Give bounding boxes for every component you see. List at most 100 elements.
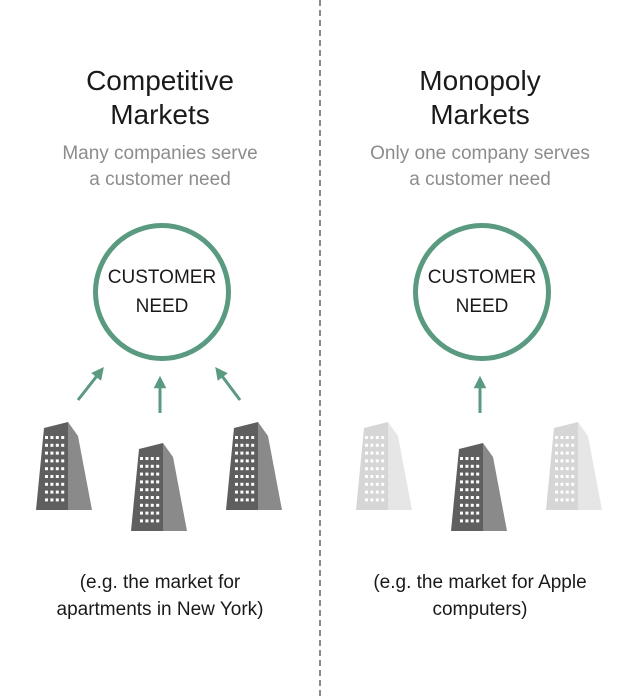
building-window bbox=[61, 475, 65, 478]
building-window bbox=[365, 482, 368, 486]
monopoly-circle-line1: CUSTOMER bbox=[427, 267, 537, 288]
building-window bbox=[245, 443, 249, 447]
building-window bbox=[365, 498, 368, 502]
building-window bbox=[560, 490, 564, 494]
building-window bbox=[156, 511, 160, 515]
building-window bbox=[470, 464, 474, 468]
building-window bbox=[560, 467, 564, 471]
building-window bbox=[156, 488, 160, 492]
building-window bbox=[465, 519, 469, 523]
building-window bbox=[156, 480, 160, 484]
building-window bbox=[565, 490, 569, 494]
building-window bbox=[55, 451, 59, 455]
building-window bbox=[465, 503, 469, 507]
building-window bbox=[381, 482, 385, 486]
building-window bbox=[555, 475, 558, 478]
building-window bbox=[370, 451, 374, 455]
building-window bbox=[465, 457, 469, 460]
building-window bbox=[240, 436, 244, 439]
building-window bbox=[251, 467, 255, 471]
building-window bbox=[381, 490, 385, 494]
building-window bbox=[50, 459, 54, 463]
building-window bbox=[365, 436, 368, 439]
competitive-subtitle-line2: a customer need bbox=[89, 169, 231, 190]
building-window bbox=[50, 498, 54, 502]
building-window bbox=[565, 443, 569, 447]
monopoly-illustration bbox=[356, 375, 602, 531]
building-window bbox=[460, 488, 463, 492]
building-window bbox=[375, 490, 379, 494]
building-window bbox=[365, 475, 368, 478]
building-window bbox=[61, 451, 65, 455]
building-window bbox=[375, 443, 379, 447]
building-window bbox=[55, 459, 59, 463]
building-window bbox=[55, 475, 59, 478]
building-window bbox=[240, 459, 244, 463]
building-window bbox=[365, 467, 368, 471]
building-window bbox=[235, 459, 238, 463]
building-window bbox=[245, 475, 249, 478]
building-window bbox=[50, 482, 54, 486]
building-window bbox=[235, 498, 238, 502]
building-window bbox=[251, 451, 255, 455]
building-window bbox=[50, 451, 54, 455]
building-window bbox=[565, 459, 569, 463]
monopoly-title-line2: Markets bbox=[430, 99, 530, 130]
building-window bbox=[45, 459, 48, 463]
building-window bbox=[555, 459, 558, 463]
building-window bbox=[571, 475, 575, 478]
building-icon-right bbox=[226, 422, 282, 510]
building-window bbox=[156, 457, 160, 460]
building-window bbox=[381, 443, 385, 447]
building-window bbox=[50, 443, 54, 447]
building-window bbox=[45, 490, 48, 494]
building-window bbox=[156, 464, 160, 468]
building-window bbox=[470, 503, 474, 507]
monopoly-example: (e.g. the market for Apple computers) bbox=[320, 569, 640, 623]
competitive-illustration bbox=[36, 366, 282, 531]
building-window bbox=[565, 467, 569, 471]
building-window bbox=[571, 498, 575, 502]
building-window bbox=[381, 436, 385, 439]
building-window bbox=[375, 451, 379, 455]
monopoly-title: Monopoly Markets bbox=[320, 64, 640, 132]
building-window bbox=[476, 457, 480, 460]
building-window bbox=[381, 467, 385, 471]
building-window bbox=[251, 436, 255, 439]
building-window bbox=[571, 451, 575, 455]
building-window bbox=[470, 519, 474, 523]
competitive-circle-line2: NEED bbox=[135, 296, 189, 317]
building-window bbox=[476, 472, 480, 476]
building-window bbox=[571, 490, 575, 494]
building-window bbox=[140, 511, 143, 515]
building-window bbox=[381, 451, 385, 455]
building-window bbox=[45, 436, 48, 439]
building-window bbox=[460, 480, 463, 484]
building-window bbox=[370, 467, 374, 471]
competitive-subtitle-line1: Many companies serve bbox=[62, 143, 258, 164]
building-window bbox=[240, 443, 244, 447]
building-window bbox=[245, 482, 249, 486]
building-window bbox=[470, 511, 474, 515]
building-window bbox=[460, 496, 463, 499]
building-window bbox=[470, 457, 474, 460]
building-window bbox=[365, 443, 368, 447]
building-icon-center bbox=[451, 443, 507, 531]
building-window bbox=[565, 498, 569, 502]
arrow-icon-right bbox=[215, 366, 242, 401]
building-window bbox=[150, 488, 154, 492]
building-window bbox=[476, 519, 480, 523]
building-window bbox=[251, 482, 255, 486]
building-window bbox=[140, 464, 143, 468]
building-window bbox=[140, 457, 143, 460]
monopoly-example-line2: computers) bbox=[432, 599, 528, 620]
building-window bbox=[140, 503, 143, 507]
building-window bbox=[565, 436, 569, 439]
building-window bbox=[45, 475, 48, 478]
building-window bbox=[465, 496, 469, 499]
building-window bbox=[145, 464, 149, 468]
building-window bbox=[460, 503, 463, 507]
building-window bbox=[555, 443, 558, 447]
building-window bbox=[145, 472, 149, 476]
building-window bbox=[235, 443, 238, 447]
